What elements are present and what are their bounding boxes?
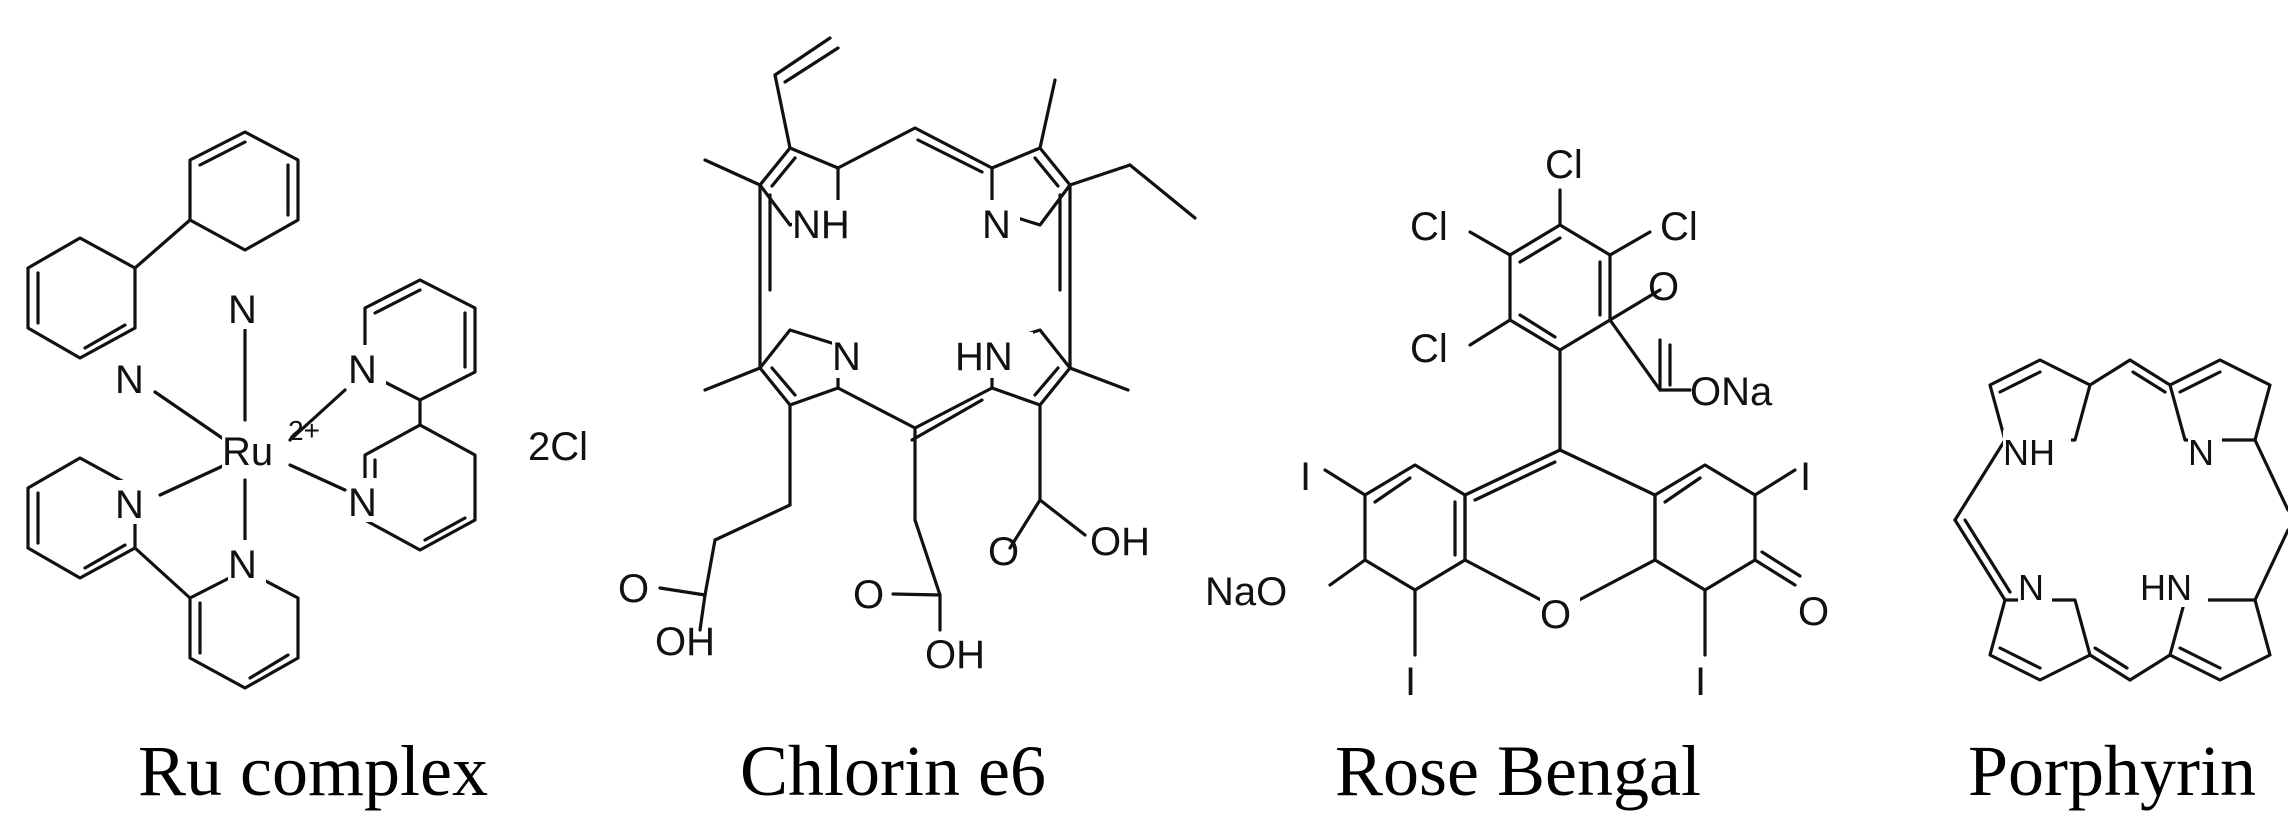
atom-label: HN: [2140, 567, 2192, 608]
atom-label: I: [1800, 455, 1811, 499]
atom-label: O: [1798, 590, 1829, 634]
atom-label: Cl: [1410, 327, 1448, 371]
metal-charge: 2+: [288, 415, 320, 446]
atom-label: ONa: [1690, 370, 1773, 414]
caption-ru-complex: Ru complex: [138, 731, 488, 811]
bipyridine-ring: [188, 130, 300, 252]
atom-label: O: [853, 573, 884, 617]
atom-label: I: [1695, 660, 1706, 704]
atom-label: Cl: [1660, 205, 1698, 249]
atom-label: NH: [792, 203, 850, 247]
bipyridine-ring: [188, 568, 300, 690]
counterion: 2Cl: [528, 425, 588, 469]
atom-label: N: [2018, 567, 2044, 608]
atom-label: NH: [2003, 432, 2055, 473]
atom-label: N: [115, 483, 144, 527]
atom-label: I: [1405, 660, 1416, 704]
atom-label: O: [1648, 265, 1679, 309]
atom-label: Cl: [1410, 205, 1448, 249]
caption-chlorin-e6: Chlorin e6: [740, 731, 1046, 811]
atom-label: N: [228, 288, 257, 332]
atom-label: N: [348, 348, 377, 392]
rose-bengal-structure: Cl Cl Cl Cl O ONa I I NaO O O I I: [1205, 143, 1829, 704]
atom-label: I: [1300, 455, 1311, 499]
atom-label: OH: [925, 633, 985, 677]
atom-label: N: [2188, 432, 2214, 473]
atom-label: OH: [655, 620, 715, 664]
atom-label: NaO: [1205, 570, 1287, 614]
porphyrin-structure: NH N N HN: [1953, 358, 2288, 682]
metal-center: Ru: [222, 430, 273, 474]
atom-label: Cl: [1545, 143, 1583, 187]
atom-label: O: [988, 530, 1019, 574]
atom-label: N: [832, 335, 861, 379]
atom-label: OH: [1090, 520, 1150, 564]
atom-label: N: [982, 203, 1011, 247]
atom-label: HN: [955, 335, 1013, 379]
atom-label: O: [1540, 593, 1571, 637]
atom-label: N: [115, 358, 144, 402]
chlorin-e6-structure: NH N N HN O OH O OH O OH: [618, 36, 1197, 677]
bipyridine-ring: [26, 236, 137, 360]
caption-porphyrin: Porphyrin: [1968, 731, 2256, 811]
ru-complex-structure: N N N N N N Ru 2+ 2Cl: [26, 130, 588, 690]
caption-rose-bengal: Rose Bengal: [1335, 731, 1701, 811]
atom-label: N: [228, 543, 257, 587]
atom-label: N: [348, 481, 377, 525]
atom-label: O: [618, 567, 649, 611]
